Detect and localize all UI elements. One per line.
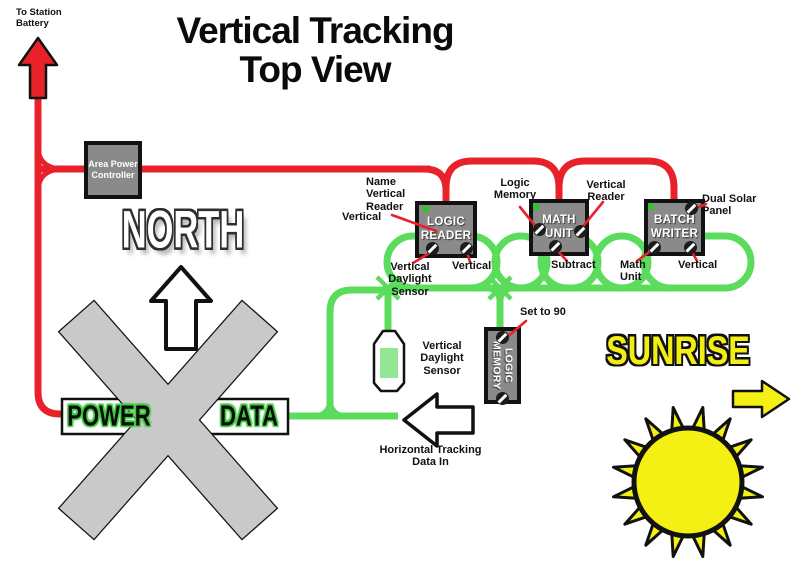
vertical-reader-ref-label: Vertical Reader bbox=[586, 179, 626, 204]
dual-solar-panel-label: Dual Solar Panel bbox=[702, 193, 757, 218]
batch-writer-label: BATCH WRITER bbox=[650, 213, 699, 240]
indicator-light-icon bbox=[423, 206, 429, 212]
screw-icon bbox=[496, 392, 509, 405]
indicator-light-icon bbox=[648, 204, 654, 210]
set-to-90-label: Set to 90 bbox=[520, 306, 566, 318]
sunrise-label: SUNRISE bbox=[606, 328, 750, 374]
math-unit-label: MATH UNIT bbox=[542, 213, 576, 240]
area-power-controller-label: Area Power Controller bbox=[88, 159, 138, 180]
title-line-1: Vertical Tracking bbox=[176, 10, 454, 51]
sunrise-arrow-icon bbox=[731, 379, 791, 419]
vertical-daylight-sensor-port-label: Vertical Daylight Sensor bbox=[388, 261, 432, 298]
vertical-writer-label: Vertical bbox=[678, 259, 718, 271]
logic-memory-label: LOGIC MEMORY bbox=[490, 341, 515, 390]
solar-panel-cross-icon bbox=[57, 299, 279, 541]
power-bus-label: POWER bbox=[67, 400, 151, 433]
screw-icon bbox=[684, 241, 697, 254]
battery-arrow-icon bbox=[17, 36, 59, 100]
math-unit-ref-label: Math Unit bbox=[620, 259, 646, 284]
screw-icon bbox=[549, 240, 562, 253]
page-title: Vertical Tracking Top View bbox=[110, 10, 520, 90]
title-line-2: Top View bbox=[239, 48, 392, 90]
north-label: NORTH bbox=[121, 200, 245, 259]
logic-reader-label: LOGIC READER bbox=[420, 215, 472, 242]
data-bus-label: DATA bbox=[219, 400, 279, 433]
data-in-arrow-icon bbox=[402, 392, 475, 448]
screw-icon bbox=[685, 202, 698, 215]
vertical-output-label: Vertical bbox=[452, 260, 492, 272]
area-power-controller-box: Area Power Controller bbox=[84, 141, 142, 199]
subtract-label: Subtract bbox=[551, 259, 596, 271]
screw-icon bbox=[426, 242, 439, 255]
screw-icon bbox=[496, 331, 509, 344]
screw-icon bbox=[533, 223, 546, 236]
logic-memory-box: LOGIC MEMORY bbox=[484, 327, 521, 404]
to-station-battery-label: To Station Battery bbox=[16, 7, 62, 29]
vertical-daylight-sensor-device-label: Vertical Daylight Sensor bbox=[420, 340, 464, 377]
name-vertical-reader-label: Name Vertical Reader bbox=[366, 176, 406, 213]
indicator-light-icon bbox=[533, 204, 539, 210]
sun-icon bbox=[612, 406, 764, 558]
horizontal-tracking-data-in-label: Horizontal Tracking Data In bbox=[379, 444, 482, 469]
daylight-sensor-icon bbox=[372, 329, 406, 393]
vertical-input-label: Vertical bbox=[342, 211, 382, 223]
logic-memory-ref-label: Logic Memory bbox=[493, 177, 537, 202]
screw-icon bbox=[648, 241, 661, 254]
screw-icon bbox=[460, 242, 473, 255]
north-arrow-icon bbox=[149, 265, 213, 351]
screw-icon bbox=[574, 225, 587, 238]
